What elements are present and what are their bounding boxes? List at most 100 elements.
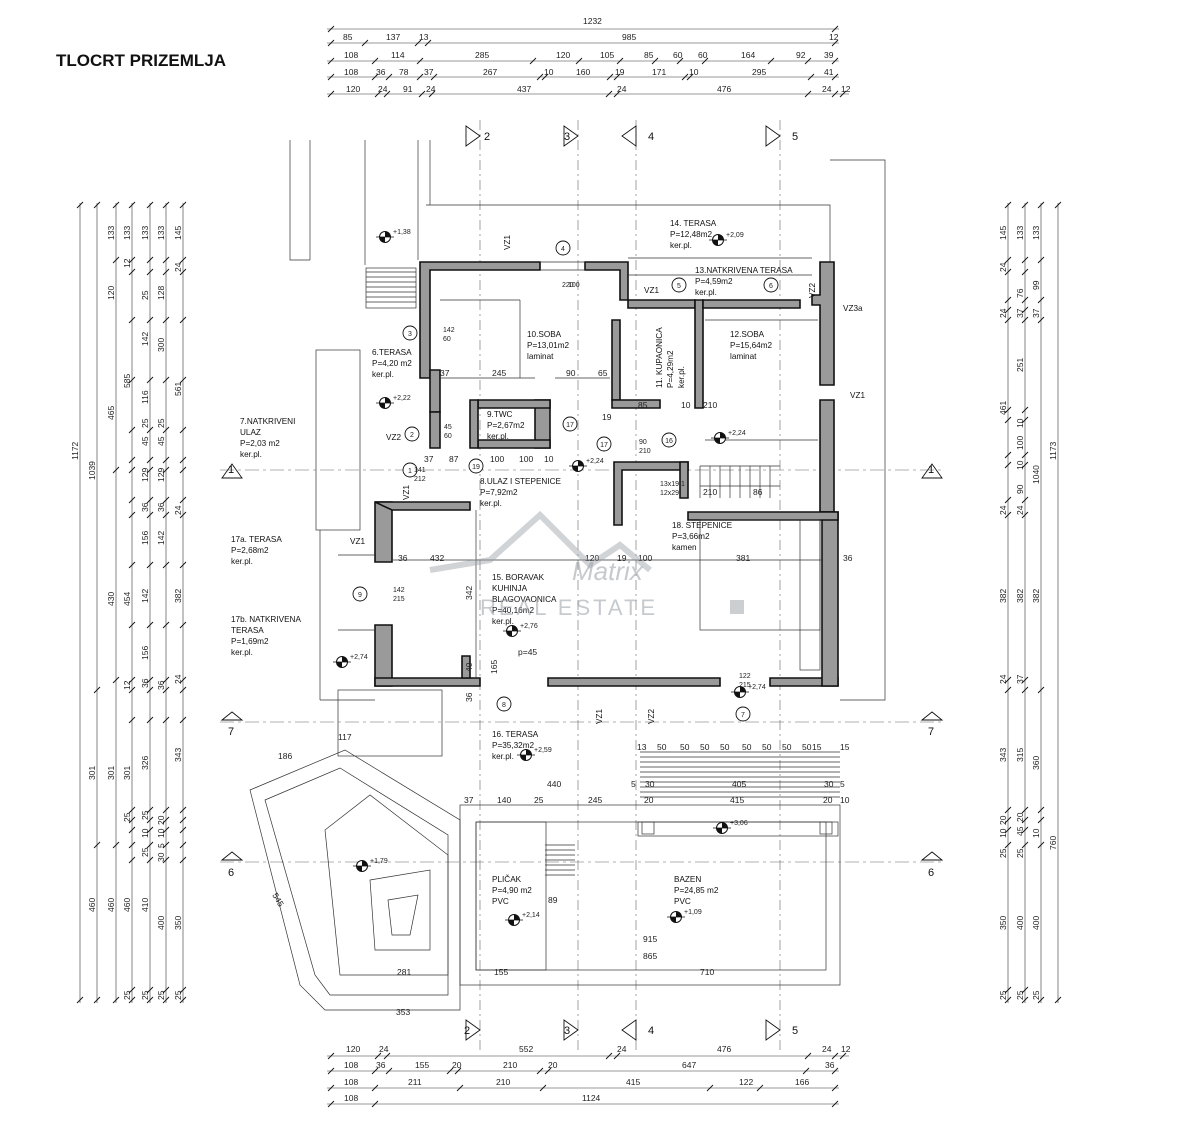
dim-tick — [371, 1084, 379, 1092]
dim-label: 145 — [998, 226, 1008, 240]
dim-tick — [1021, 451, 1029, 459]
dim-label: 100 — [1015, 436, 1025, 450]
dim-tick — [371, 1067, 379, 1075]
dim-label: 245 — [588, 795, 602, 805]
dim-label: 10 — [544, 454, 554, 464]
axis-label: 1 — [928, 464, 934, 476]
pool-area — [249, 749, 841, 1011]
dim-label: 50 — [802, 742, 812, 752]
dim-label: 76 — [1015, 288, 1025, 298]
dim-label: 454 — [122, 592, 132, 606]
door-mark-number: 3 — [408, 331, 412, 338]
dim-label: 10 — [1015, 460, 1025, 470]
left-dimension-chains: 1172 1039 301 460 133 120 465 430 301 46… — [70, 201, 187, 1004]
room-finish: ker.pl. — [487, 432, 509, 441]
dim-label: 24 — [617, 1044, 627, 1054]
dim-tick — [93, 841, 101, 849]
dim-label: 90 — [1015, 484, 1025, 494]
door-mark-circle — [735, 706, 751, 722]
dim-tick — [146, 841, 154, 849]
dim-tick — [616, 57, 624, 65]
dim-tick — [146, 376, 154, 384]
dim-tick — [179, 376, 187, 384]
dim-label: 78 — [399, 67, 409, 77]
dim-tick — [544, 1067, 552, 1075]
dim-tick — [1021, 256, 1029, 264]
dim-tick — [1021, 676, 1029, 684]
dim-label: 295 — [752, 67, 766, 77]
dim-tick — [146, 316, 154, 324]
dim-tick — [605, 90, 613, 98]
dim-tick — [371, 1100, 379, 1108]
dim-tick — [146, 816, 154, 824]
window-tag: VZ2 — [647, 709, 656, 724]
dim-label: 140 — [497, 795, 511, 805]
dim-label: 382 — [1031, 589, 1041, 603]
window-tag: VZ1 — [595, 709, 604, 724]
dim-label: 171 — [652, 67, 666, 77]
dim-tick — [162, 316, 170, 324]
door-mark-circle — [661, 432, 677, 448]
dim-tick — [541, 73, 549, 81]
dim-label: 120 — [585, 553, 599, 563]
dim-tick — [831, 1084, 839, 1092]
dim-label: 710 — [700, 967, 714, 977]
door-mark-number: 8 — [502, 702, 506, 709]
axis-label: 7 — [928, 726, 934, 738]
dim-tick — [128, 841, 136, 849]
dim-tick — [128, 426, 136, 434]
room-name: 12.SOBA — [730, 330, 765, 339]
dim-tick — [605, 1052, 613, 1060]
dim-label: 100 — [638, 553, 652, 563]
dim-tick — [128, 816, 136, 824]
dim-tick — [162, 201, 170, 209]
dim-label: 65 — [598, 368, 608, 378]
dim-tick — [416, 57, 424, 65]
level-value: +2,24 — [728, 430, 746, 437]
dim-tick — [383, 90, 391, 98]
top-dimension-chains: 1232 85 137 13 985 12 108 114 285 120 10… — [327, 16, 851, 98]
dim-label: 100 — [519, 454, 533, 464]
axis-label: 4 — [648, 131, 654, 143]
opening-note: 90 — [639, 439, 647, 446]
level-marker: +2,74 — [731, 684, 766, 698]
dim-label: 432 — [430, 553, 444, 563]
dim-tick — [327, 1052, 335, 1060]
room-finish: PVC — [674, 897, 691, 906]
dim-tick — [371, 73, 379, 81]
axis-label: 4 — [648, 1025, 654, 1037]
dim-label: 10 — [998, 828, 1008, 838]
watermark: Matrix REAL ESTATE — [429, 510, 744, 620]
dim-label: 760 — [1048, 836, 1058, 850]
dim-label: 24 — [426, 84, 436, 94]
dim-tick — [128, 826, 136, 834]
dim-label: 160 — [576, 67, 590, 77]
dim-tick — [606, 73, 614, 81]
level-value: +2,24 — [586, 458, 604, 465]
dim-label: 561 — [173, 382, 183, 396]
dim-label: 382 — [1015, 589, 1025, 603]
window-tag: VZ2 — [808, 283, 817, 298]
dim-label: 133 — [156, 226, 166, 240]
dim-label: 37 — [464, 795, 474, 805]
dim-tick — [831, 57, 839, 65]
dim-label: 647 — [682, 1060, 696, 1070]
dim-label: 25 — [140, 847, 150, 857]
room-area: P=4,90 m2 — [492, 886, 532, 895]
dim-tick — [128, 561, 136, 569]
dim-tick — [1037, 996, 1045, 1004]
dim-label: 24 — [822, 1044, 832, 1054]
dim-label: 120 — [106, 286, 116, 300]
door-mark: 16 — [661, 432, 677, 448]
dim-label: 24 — [1015, 505, 1025, 515]
level-value: +2,74 — [350, 654, 368, 661]
dim-label: 1173 — [1048, 441, 1058, 460]
home-icon — [730, 600, 744, 614]
dim-label: 20 — [548, 1060, 558, 1070]
dim-label: 92 — [796, 50, 806, 60]
room-finish: ker.pl. — [480, 499, 502, 508]
dim-label: 50 — [700, 742, 710, 752]
dim-label: 24 — [998, 308, 1008, 318]
door-mark: 19 — [468, 458, 484, 474]
